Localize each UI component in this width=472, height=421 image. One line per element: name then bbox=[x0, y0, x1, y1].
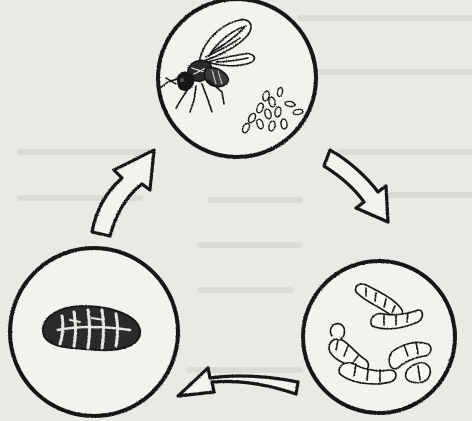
larva-icon bbox=[328, 283, 432, 385]
fly-icon bbox=[159, 18, 304, 134]
arrow-pupa-to-fly bbox=[90, 148, 156, 238]
arrow-fly-to-larvae bbox=[322, 148, 390, 224]
pupa-icon bbox=[41, 305, 141, 352]
stage-adult-fly-circle bbox=[156, 0, 318, 159]
stage-larvae-circle bbox=[301, 259, 457, 415]
arrow-larvae-to-pupa bbox=[176, 366, 300, 398]
egg-cluster-icon bbox=[241, 86, 304, 134]
